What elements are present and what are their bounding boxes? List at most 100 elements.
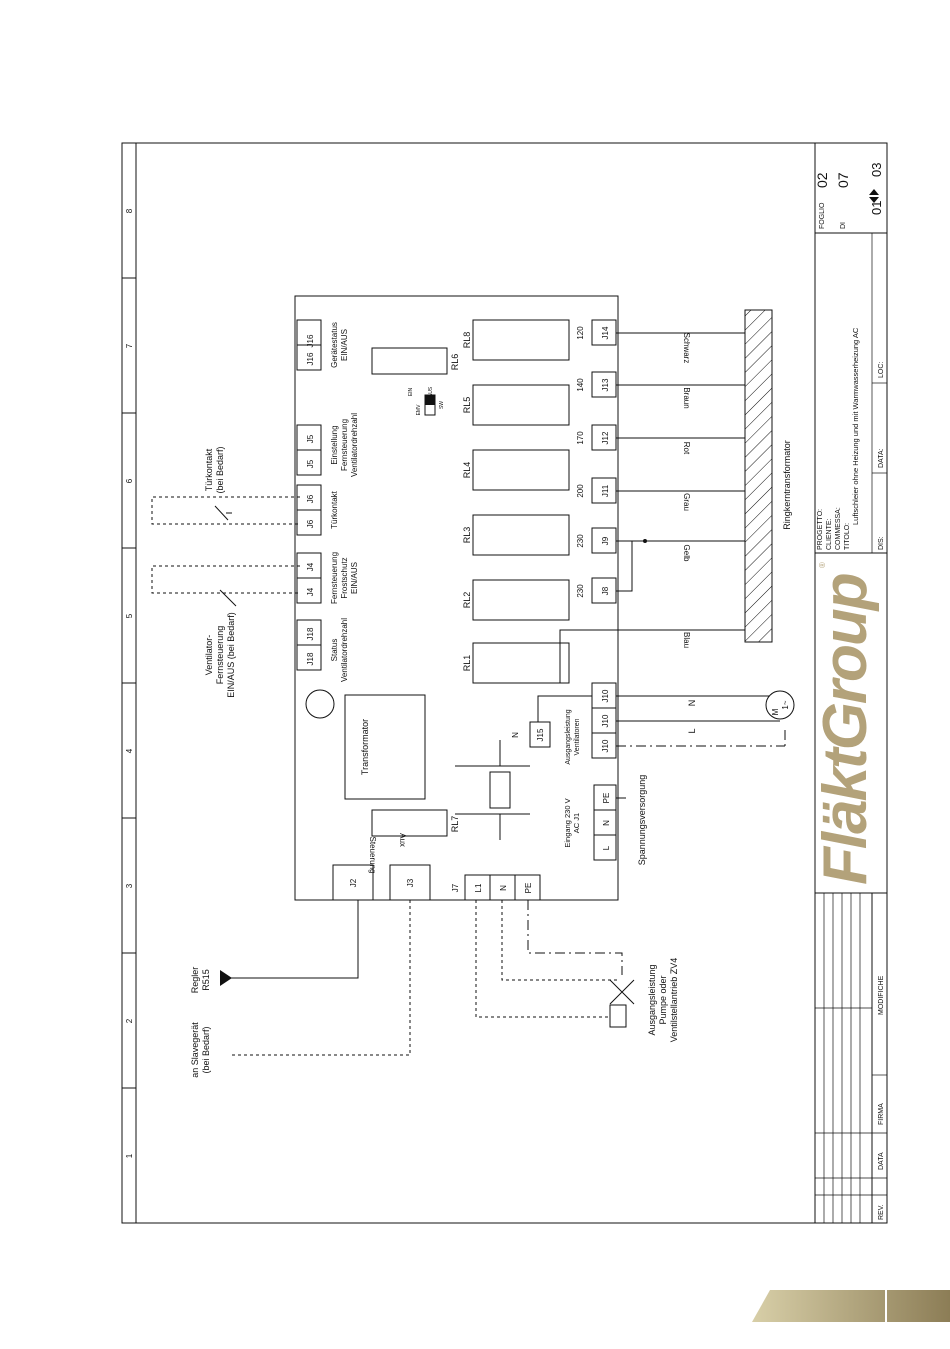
column-label-3: 3 — [125, 883, 134, 888]
dip-aus-label: AUS — [428, 386, 434, 397]
geratestatus-label: GerätestatusEIN/AUS — [330, 322, 349, 368]
connector-j11: J11 — [601, 484, 610, 497]
eingang-label: Eingang 230 VAC J1 — [563, 798, 581, 847]
relay-rl3: RL3 — [462, 527, 472, 544]
connector-j8: J8 — [601, 586, 610, 595]
connector-j10-a: J10 — [601, 689, 610, 702]
pages-to: 03 — [869, 163, 884, 177]
wire-junction — [643, 539, 647, 543]
wire-label-grau: Grau — [682, 493, 691, 511]
motor-ac-label: 1~ — [781, 700, 790, 709]
right-connectors — [591, 319, 617, 604]
pump-coil-icon — [609, 1004, 627, 1028]
status-label: StatusVentilatordrehzahl — [330, 618, 349, 682]
motor-label: M — [771, 708, 780, 715]
ventilator-ext-label: Ventilator-FernsteuerungEIN/AUS (bei Bed… — [204, 612, 236, 698]
connector-j3: J3 — [406, 878, 415, 887]
ventilator-wire — [151, 565, 300, 594]
capacitor-icon — [455, 740, 530, 840]
progetto-label: PROGETTO: — [817, 509, 824, 550]
foglio-number: 02 — [814, 172, 830, 188]
value-200: 200 — [576, 484, 585, 498]
modifiche-label: MODIFICHE — [878, 975, 885, 1015]
j7-n-wire — [501, 900, 617, 981]
di-number: 07 — [835, 172, 851, 188]
relay-rl5: RL5 — [462, 397, 472, 414]
dip-sw-label: SW — [439, 401, 445, 409]
slave-label: an Slavegerät(bei Bedarf) — [190, 1022, 211, 1078]
regler-label: ReglerR515 — [190, 967, 211, 994]
transformator-label: Transformator — [360, 719, 370, 775]
j15-wire — [537, 695, 592, 722]
column-label-8: 8 — [125, 208, 134, 213]
connector-j13: J13 — [601, 378, 610, 391]
ausgang-pumpe-label: AusgangsleistungPumpe oderVentilstellant… — [647, 958, 679, 1043]
connector-j5-b: J5 — [306, 459, 315, 468]
spannung-label: Spannungsversorgung — [637, 775, 647, 866]
column-label-2: 2 — [125, 1018, 134, 1023]
wire-gelb — [616, 540, 645, 592]
board-mount-hole — [305, 689, 335, 719]
value-170: 170 — [576, 431, 585, 445]
connector-j5-a: J5 — [306, 434, 315, 443]
connector-j18-a: J18 — [306, 627, 315, 640]
connector-j4-a: J4 — [306, 562, 315, 571]
connector-j15-box — [529, 721, 551, 748]
supply-terminals — [593, 784, 617, 861]
connector-j7: J7 — [451, 883, 460, 892]
einstellung-label: EinstellungFernsteuerungVentilatordrehza… — [330, 413, 359, 477]
regler-wire — [228, 900, 359, 979]
connector-j2: J2 — [349, 878, 358, 887]
pages-from: 01 — [869, 201, 884, 215]
j7-terminals — [464, 874, 541, 901]
column-label-5: 5 — [125, 613, 134, 618]
relay-rl6: RL6 — [450, 354, 460, 371]
regler-arrow-icon — [220, 970, 232, 986]
value-230-b: 230 — [576, 584, 585, 598]
control-board — [294, 295, 619, 901]
data-label: DATA: — [878, 448, 885, 468]
supply-pe: PE — [602, 793, 611, 804]
ringkern-label: Ringkerntransformator — [782, 440, 792, 530]
supply-l: L — [602, 845, 611, 850]
connector-j10-c: J10 — [601, 739, 610, 752]
brand-logo: FläktGroup — [811, 574, 880, 885]
j7-l1-wire — [475, 900, 610, 1018]
cliente-label: CLIENTE: — [826, 518, 833, 550]
titolo-text: Luftschleier ohne Heizung und mit Warmwa… — [851, 327, 860, 525]
supply-n: N — [602, 820, 611, 826]
brand-registered: ® — [818, 562, 827, 568]
j7-pe: PE — [524, 883, 533, 894]
page-tab — [752, 1290, 950, 1322]
motor-icon — [765, 690, 795, 720]
title-block — [814, 143, 887, 1223]
column-label-1: 1 — [125, 1153, 134, 1158]
turkontakt-wire — [151, 496, 300, 525]
rev-label: REV. — [878, 1204, 885, 1220]
wire-label-schwarz: Schwarz — [682, 333, 691, 364]
value-120: 120 — [576, 326, 585, 340]
dip-switch-lever — [425, 395, 435, 405]
column-label-4: 4 — [125, 748, 134, 753]
value-230-a: 230 — [576, 534, 585, 548]
aux-label: Aux — [398, 833, 407, 847]
j7-l1: L1 — [474, 883, 483, 892]
di-label: DI — [840, 222, 847, 229]
turkontakt-ext-label: Türkontakt(bei Bedarf) — [204, 446, 225, 493]
connector-j12: J12 — [601, 431, 610, 444]
loc-label: LOC: — [878, 362, 885, 378]
connector-j6-a: J6 — [306, 494, 315, 503]
connector-j16-b: J16 — [306, 352, 315, 365]
relay-boxes — [371, 319, 570, 837]
connector-j9: J9 — [601, 536, 610, 545]
relay-rl1: RL1 — [462, 655, 472, 672]
wire-label-blau: Blau — [682, 632, 691, 648]
foglio-label: FOGLIO — [819, 202, 826, 229]
top-connectors — [296, 319, 322, 671]
connector-j18-b: J18 — [306, 652, 315, 665]
dis-label: DIS: — [878, 536, 885, 550]
data2-label: DATA — [878, 1152, 885, 1170]
motor-l-label: L — [687, 728, 697, 733]
